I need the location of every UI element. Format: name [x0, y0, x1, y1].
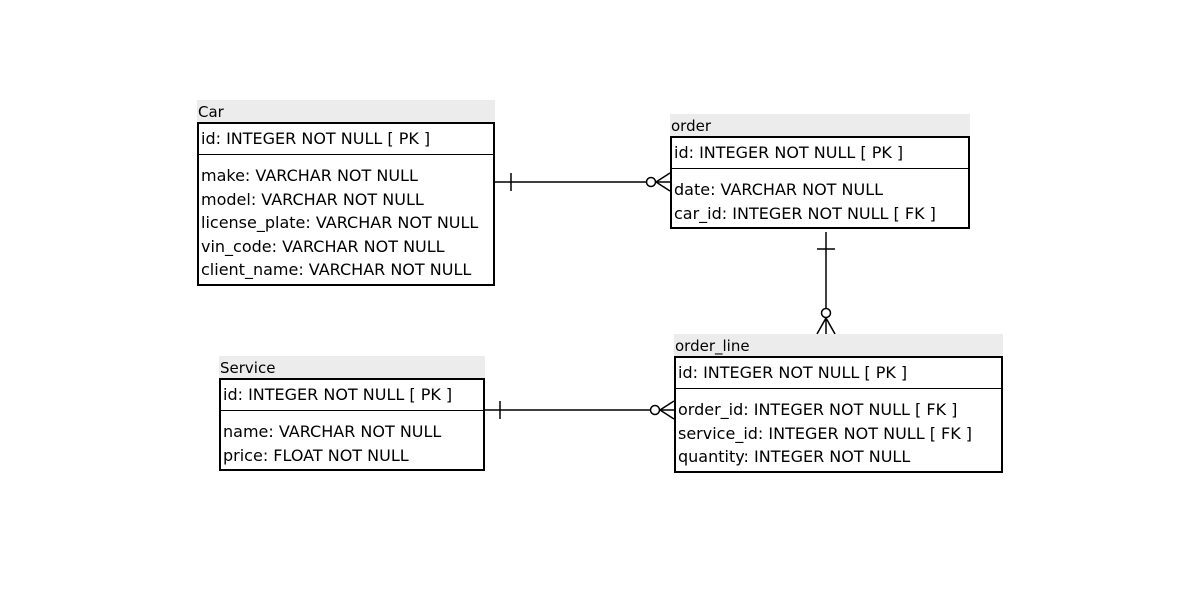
entity-title: order_line — [674, 334, 1003, 356]
attribute-field: client_name: VARCHAR NOT NULL — [201, 260, 472, 279]
zero-marker — [645, 176, 657, 188]
entity-order[interactable]: order id: INTEGER NOT NULL [ PK ] date: … — [670, 114, 970, 229]
attribute-field: date: VARCHAR NOT NULL — [674, 180, 884, 199]
attribute-field: name: VARCHAR NOT NULL — [223, 422, 442, 441]
relationship-car-order[interactable] — [495, 172, 671, 192]
attribute-field: service_id: INTEGER NOT NULL [ FK ] — [678, 423, 973, 443]
primary-key-field: id: INTEGER NOT NULL [ PK ] — [199, 124, 493, 155]
entity-service[interactable]: Service id: INTEGER NOT NULL [ PK ] name… — [219, 356, 485, 471]
attribute-field: order_id: INTEGER NOT NULL [ FK ] — [678, 400, 958, 419]
crowfoot-marker — [655, 172, 671, 183]
entity-box: id: INTEGER NOT NULL [ PK ] order_id: IN… — [674, 356, 1003, 473]
entity-title: order — [670, 114, 970, 136]
attribute-field: price: FLOAT NOT NULL — [223, 445, 409, 465]
entity-box: id: INTEGER NOT NULL [ PK ] name: VARCHA… — [219, 378, 485, 471]
attribute-list: name: VARCHAR NOT NULL price: FLOAT NOT … — [221, 411, 483, 469]
attribute-field: quantity: INTEGER NOT NULL — [678, 447, 911, 466]
attribute-list: make: VARCHAR NOT NULL model: VARCHAR NO… — [199, 155, 493, 284]
crowfoot-marker — [659, 400, 675, 411]
attribute-field: license_plate: VARCHAR NOT NULL — [201, 213, 479, 232]
attribute-field: model: VARCHAR NOT NULL — [201, 189, 424, 209]
attribute-field: make: VARCHAR NOT NULL — [201, 166, 418, 185]
primary-key-field: id: INTEGER NOT NULL [ PK ] — [221, 380, 483, 411]
zero-marker — [649, 404, 661, 416]
primary-key-field: id: INTEGER NOT NULL [ PK ] — [672, 138, 968, 169]
entity-title: Service — [219, 356, 485, 378]
entity-order-line[interactable]: order_line id: INTEGER NOT NULL [ PK ] o… — [674, 334, 1003, 473]
entity-car[interactable]: Car id: INTEGER NOT NULL [ PK ] make: VA… — [197, 100, 495, 286]
relationship-service-orderline[interactable] — [485, 400, 675, 420]
entity-box: id: INTEGER NOT NULL [ PK ] date: VARCHA… — [670, 136, 970, 229]
entity-title: Car — [197, 100, 495, 122]
attribute-field: car_id: INTEGER NOT NULL [ FK ] — [674, 203, 936, 223]
attribute-list: order_id: INTEGER NOT NULL [ FK ] servic… — [676, 389, 1001, 471]
entity-box: id: INTEGER NOT NULL [ PK ] make: VARCHA… — [197, 122, 495, 286]
relationship-order-orderline[interactable] — [816, 232, 836, 335]
attribute-field: vin_code: VARCHAR NOT NULL — [201, 236, 445, 256]
primary-key-field: id: INTEGER NOT NULL [ PK ] — [676, 358, 1001, 389]
zero-marker — [820, 307, 832, 319]
crowfoot-marker — [816, 317, 827, 335]
attribute-list: date: VARCHAR NOT NULL car_id: INTEGER N… — [672, 169, 968, 227]
